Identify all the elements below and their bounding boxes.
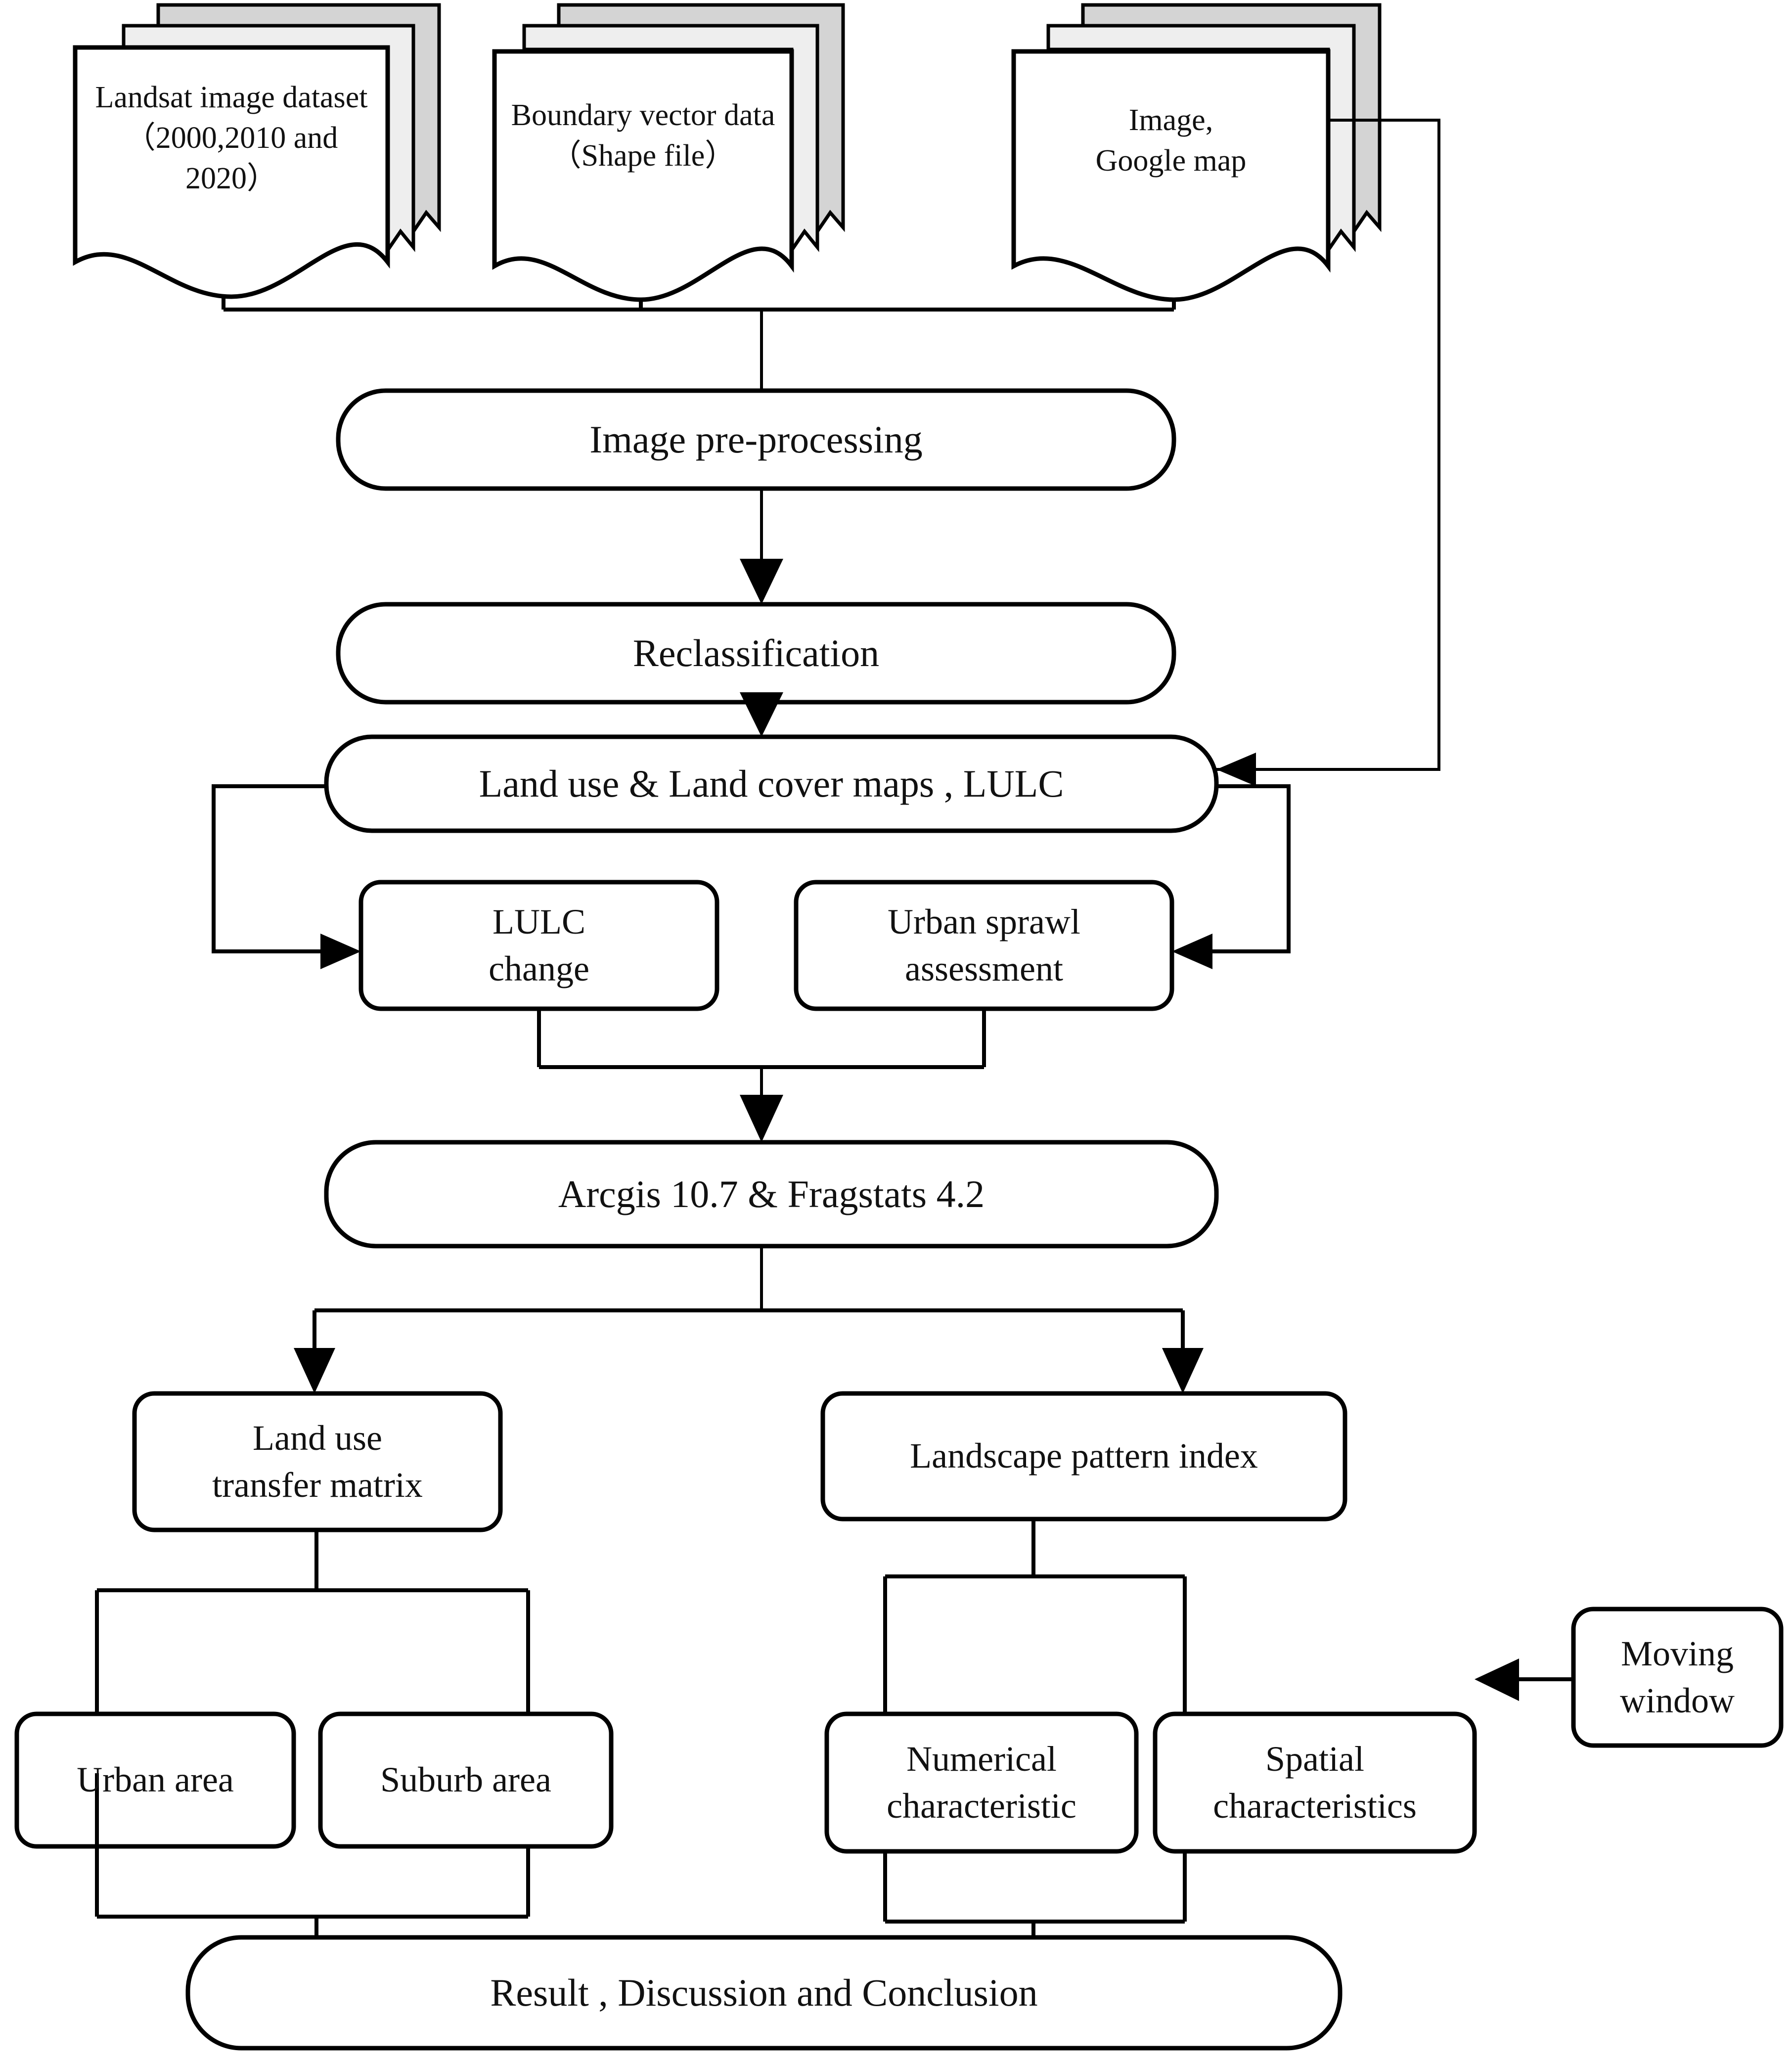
document-front-sheet xyxy=(73,45,390,299)
arrowhead-down xyxy=(740,1095,783,1142)
arrowhead-down xyxy=(740,692,783,737)
edge-moving-window-to-spatial xyxy=(1475,1659,1573,1701)
arrowhead-left xyxy=(1475,1659,1519,1701)
edge-reclassification-to-lulc-maps xyxy=(740,692,783,737)
edge-right-leaves-merge xyxy=(883,1851,1187,2003)
node-spatial-characteristics[interactable] xyxy=(1153,1711,1477,1854)
edge-sources-to-preprocessing xyxy=(222,297,1176,391)
edge-preprocessing-to-reclassification xyxy=(740,489,783,604)
arrowhead-left xyxy=(1172,934,1212,969)
node-landsat-dataset[interactable] xyxy=(73,3,441,299)
node-lulc-change[interactable] xyxy=(358,880,719,1011)
node-result-discussion-conclusion[interactable] xyxy=(185,1935,1343,2051)
arrowhead-down xyxy=(740,559,783,604)
edge-lulc-maps-to-urban-sprawl xyxy=(1172,784,1291,969)
node-suburb-area[interactable] xyxy=(318,1711,614,1849)
node-image-preprocessing[interactable] xyxy=(336,388,1176,491)
node-software-arcgis-fragstats[interactable] xyxy=(324,1140,1219,1249)
node-moving-window[interactable] xyxy=(1571,1607,1784,1748)
node-lulc-maps[interactable] xyxy=(324,734,1219,833)
node-land-use-transfer-matrix[interactable] xyxy=(132,1391,503,1532)
arrowhead-down xyxy=(1162,1348,1204,1393)
arrowhead-right xyxy=(320,934,361,969)
edge-lulc-maps-to-lulc-change xyxy=(212,784,361,969)
edge-branches-to-software xyxy=(537,1009,986,1142)
node-landscape-pattern-index[interactable] xyxy=(820,1391,1347,1522)
node-image-google-map[interactable] xyxy=(1011,3,1382,302)
edge-imagery-to-lulc-maps xyxy=(1216,119,1440,786)
node-urban-sprawl-assessment[interactable] xyxy=(794,880,1174,1011)
node-boundary-vector-data[interactable] xyxy=(492,3,845,302)
edge-transfer-matrix-split xyxy=(95,1530,530,1716)
document-front-sheet xyxy=(492,49,794,302)
edge-landscape-index-split xyxy=(883,1519,1187,1714)
node-urban-area[interactable] xyxy=(14,1711,296,1849)
document-front-sheet xyxy=(1011,49,1331,302)
arrowhead-left xyxy=(1216,753,1256,786)
arrowhead-down xyxy=(294,1348,335,1393)
node-reclassification[interactable] xyxy=(336,602,1176,705)
node-numerical-characteristic[interactable] xyxy=(824,1711,1139,1854)
edge-software-to-branches xyxy=(294,1246,1204,1393)
